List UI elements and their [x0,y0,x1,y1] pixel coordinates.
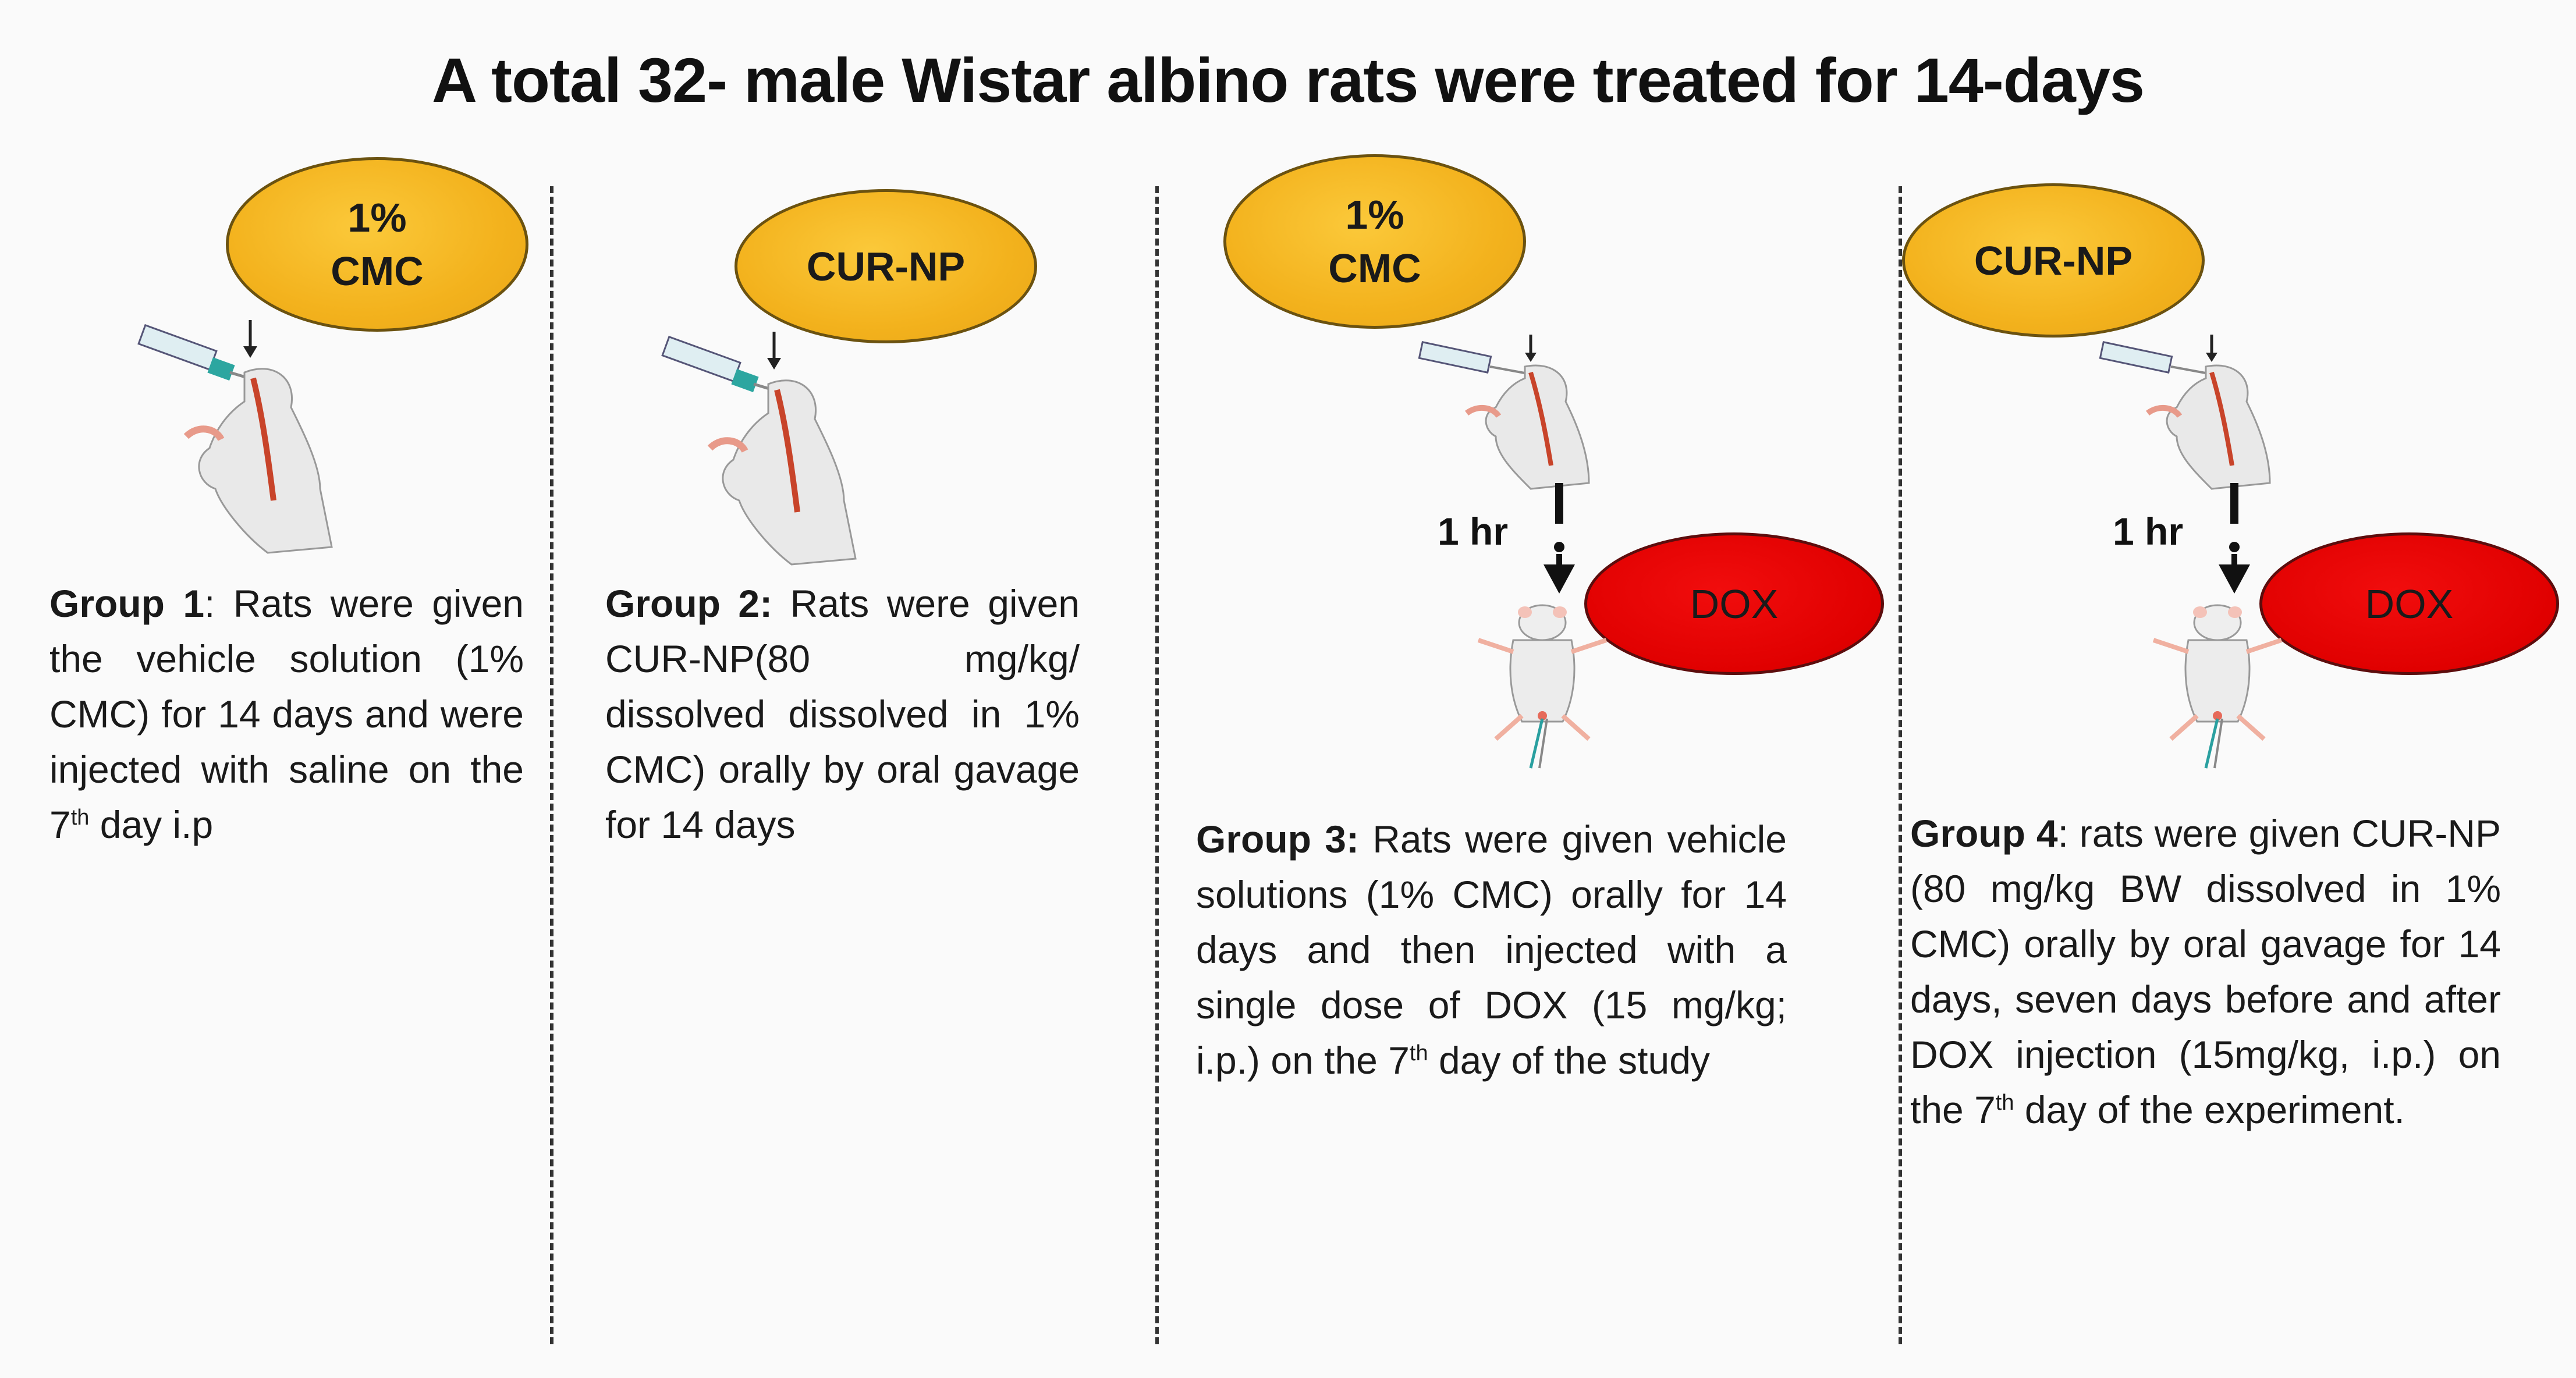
desc-superscript: th [70,805,90,830]
desc-text-a: : rats were given CUR-NP (80 mg/kg BW di… [1910,812,2501,1131]
group-label: Group 3: [1196,818,1359,861]
interval-label: 1 hr [2113,510,2184,553]
ellipse-label: CUR-NP [806,243,966,289]
group-1-description: Group 1: Rats were given the vehicle sol… [49,576,524,853]
rat-illustration-group-4 [2152,604,2283,769]
divider-1 [550,186,553,1344]
gavage-hand-illustration-group-4 [2099,335,2271,490]
ellipse-line-1: 1% [347,195,407,240]
ellipse-label: CUR-NP [1974,237,2133,283]
curnp-ellipse-group-2: CUR-NP [735,189,1037,343]
dashed-down-arrow-group-4 [2219,483,2250,594]
desc-text-a: Rats were given vehicle solutions (1% CM… [1196,818,1787,1082]
group-label: Group 1 [49,582,205,625]
cmc-ellipse-group-3: 1% CMC [1223,154,1526,329]
gavage-hand-illustration-group-1 [137,320,333,554]
gavage-hand-illustration-group-3 [1418,335,1590,490]
desc-superscript: th [1409,1041,1428,1066]
desc-text-a: Rats were given CUR-NP(80 mg/kg/ dissolv… [605,582,1080,846]
divider-3 [1899,186,1902,1344]
rat-illustration-group-3 [1477,604,1608,769]
dox-label: DOX [2365,581,2454,627]
dox-ellipse-group-3: DOX [1584,532,1884,675]
ellipse-line-2: CMC [1328,246,1421,291]
desc-text-b: day of the study [1428,1039,1710,1082]
dox-label: DOX [1690,581,1779,627]
ellipse-line-2: CMC [331,248,424,294]
curnp-ellipse-group-4: CUR-NP [1902,183,2205,338]
cmc-ellipse-group-1: 1% CMC [226,157,528,332]
dox-ellipse-group-4: DOX [2259,532,2559,675]
desc-superscript: th [1995,1091,2014,1115]
group-2-description: Group 2: Rats were given CUR-NP(80 mg/kg… [605,576,1080,853]
desc-text-b: day i.p [89,803,214,846]
desc-text-b: day of the experiment. [2014,1088,2405,1131]
group-label: Group 4 [1910,812,2058,855]
group-3-description: Group 3: Rats were given vehicle solutio… [1196,812,1787,1088]
page-title: A total 32- male Wistar albino rats were… [431,45,2145,115]
desc-text-a: : Rats were given the vehicle solution (… [49,582,524,846]
dashed-down-arrow-group-3 [1544,483,1575,594]
ellipse-line-1: 1% [1345,192,1404,237]
group-label: Group 2: [605,582,773,625]
divider-2 [1155,186,1159,1344]
interval-label: 1 hr [1438,510,1509,553]
group-4-description: Group 4: rats were given CUR-NP (80 mg/k… [1910,806,2501,1138]
gavage-hand-illustration-group-2 [661,332,857,566]
